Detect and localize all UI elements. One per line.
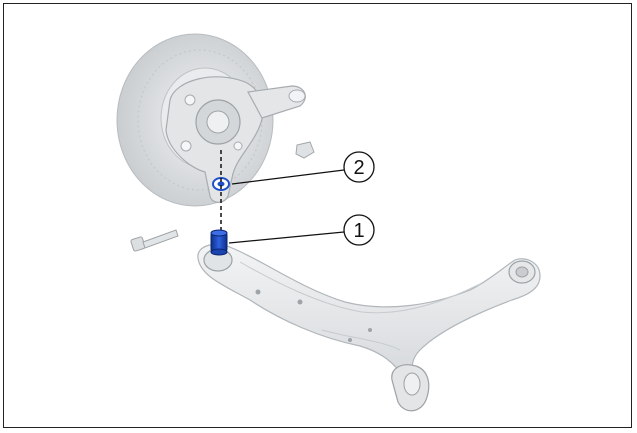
ball-joint-stud — [210, 229, 228, 256]
callout-1-leader — [228, 231, 345, 244]
lower-control-arm — [197, 243, 541, 412]
callout-2-circle-icon — [343, 151, 375, 183]
nut — [295, 141, 315, 159]
callout-2-leader — [231, 169, 345, 185]
diagram-frame — [3, 3, 632, 428]
callout-2: 2 — [231, 151, 375, 185]
callout-1-label: 1 — [353, 220, 364, 242]
pinch-bolt — [130, 229, 179, 252]
callout-2-label: 2 — [353, 157, 364, 179]
callout-1-circle-icon — [343, 214, 375, 246]
steering-knuckle — [165, 76, 306, 203]
callout-1: 1 — [228, 214, 375, 246]
